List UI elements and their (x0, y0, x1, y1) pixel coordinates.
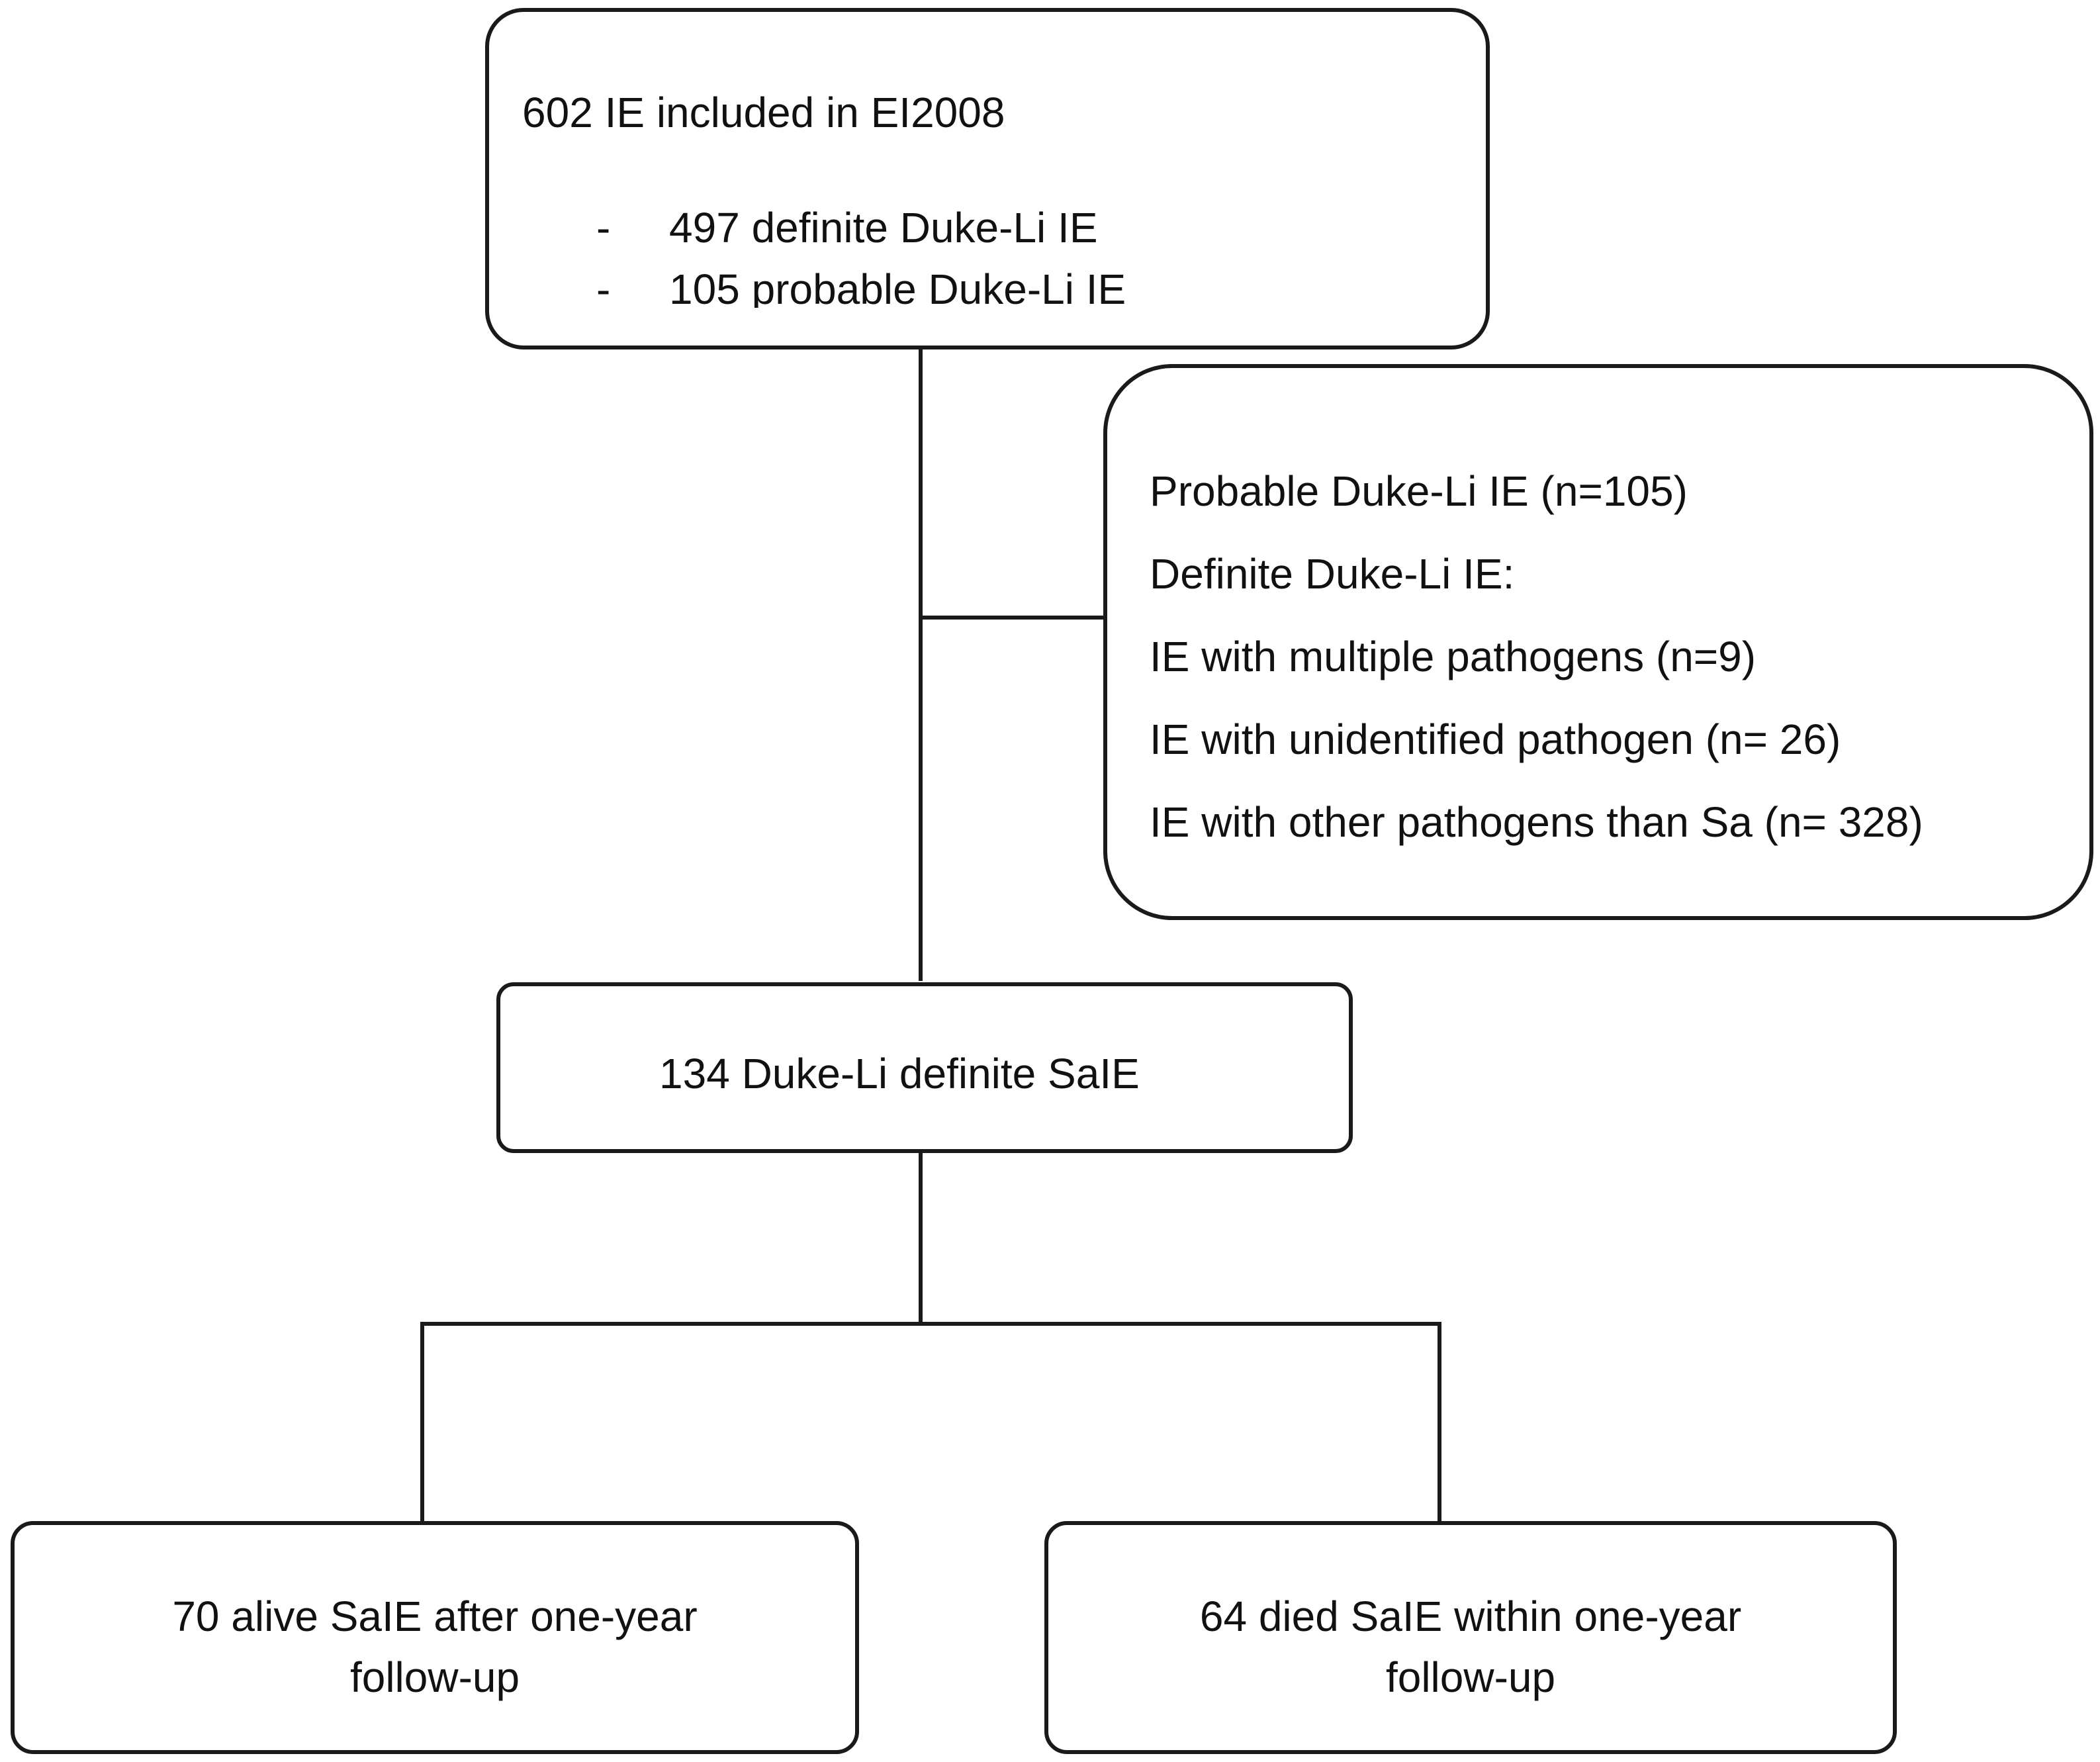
exclusion-line-unidentified-pathogen: IE with unidentified pathogen (n= 26) (1150, 716, 1841, 763)
connector-exclusion-branch (921, 616, 1111, 620)
cohort-box: 602 IE included in EI2008 - 497 definite… (485, 8, 1490, 349)
connector-middle-down (919, 1153, 923, 1324)
connector-split-horizontal (420, 1322, 1441, 1326)
exclusion-line-multiple-pathogens: IE with multiple pathogens (n=9) (1150, 633, 1757, 680)
exclusion-line-definite-header: Definite Duke-Li IE: (1150, 550, 1515, 598)
died-saie-line-2: follow-up (1385, 1653, 1556, 1701)
cohort-bullet-dash-2: - (596, 265, 611, 313)
exclusion-line-probable: Probable Duke-Li IE (n=105) (1150, 467, 1688, 515)
alive-saie-box: 70 alive SaIE after one-year follow-up (11, 1521, 859, 1754)
cohort-bullet-1: 497 definite Duke-Li IE (669, 204, 1098, 252)
alive-saie-line-1: 70 alive SaIE after one-year (172, 1593, 698, 1640)
died-saie-line-1: 64 died SaIE within one-year (1199, 1593, 1742, 1640)
died-saie-box: 64 died SaIE within one-year follow-up (1044, 1521, 1897, 1754)
cohort-title: 602 IE included in EI2008 (522, 89, 1005, 136)
exclusion-line-other-pathogens: IE with other pathogens than Sa (n= 328) (1150, 798, 1923, 846)
connector-right-down (1438, 1324, 1441, 1525)
cohort-bullet-dash-1: - (596, 204, 611, 252)
exclusion-box: Probable Duke-Li IE (n=105) Definite Duk… (1103, 364, 2093, 920)
cohort-bullet-2: 105 probable Duke-Li IE (669, 265, 1126, 308)
connector-main-vertical (919, 349, 923, 981)
alive-saie-line-2: follow-up (349, 1653, 520, 1701)
connector-left-down (420, 1324, 424, 1525)
definite-saie-text: 134 Duke-Li definite SaIE (659, 1050, 1140, 1097)
definite-saie-box: 134 Duke-Li definite SaIE (496, 982, 1353, 1153)
